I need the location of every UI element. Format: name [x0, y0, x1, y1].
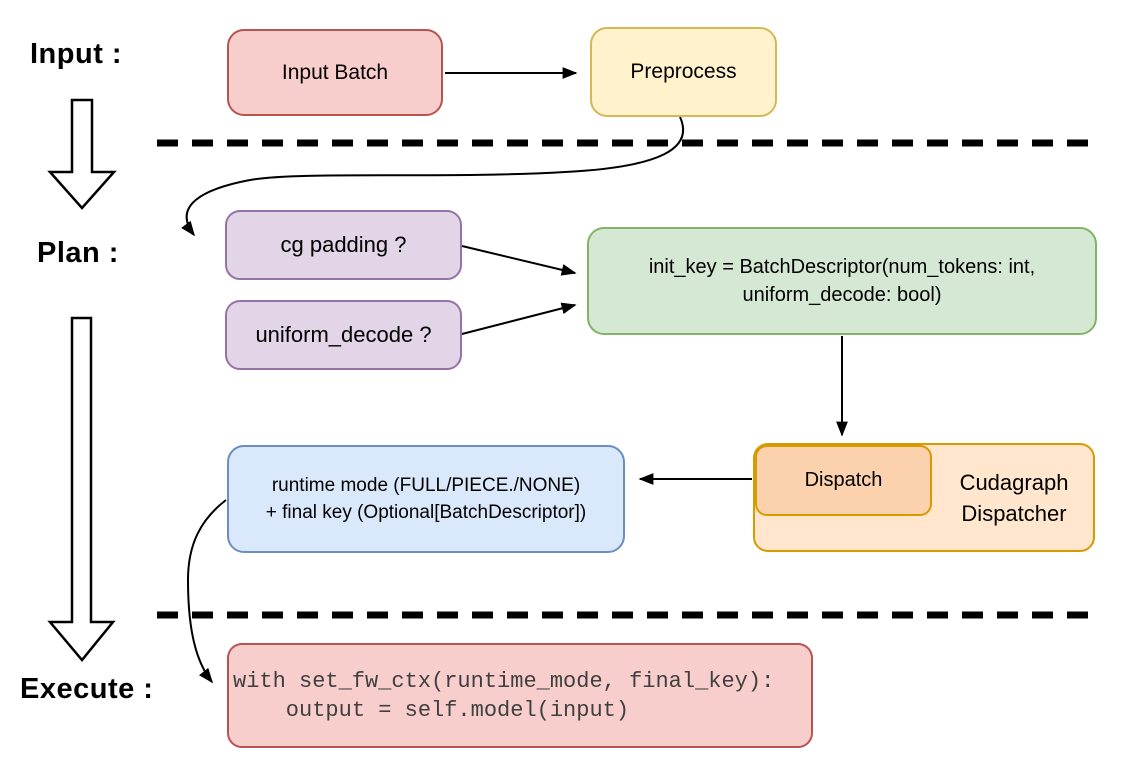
arrow-runtime-mode-to-execute-code [186, 499, 227, 684]
preprocess-label: Preprocess [630, 60, 737, 83]
input-batch-node: Input Batch [227, 29, 443, 116]
init-key-line2: uniform_decode: bool) [742, 284, 942, 306]
plan-to-execute-block-arrow-icon [47, 316, 116, 662]
input-batch-label: Input Batch [281, 60, 389, 84]
init-key-node: init_key = BatchDescriptor(num_tokens: i… [587, 227, 1097, 335]
runtime-mode-node: runtime mode (FULL/PIECE./NONE) + final … [227, 445, 625, 553]
cg-padding-node: cg padding ? [225, 210, 462, 280]
dispatch-node: Dispatch [755, 445, 932, 516]
execute-code-node: with set_fw_ctx(runtime_mode, final_key)… [227, 643, 813, 748]
execute-stage-label: Execute : [20, 673, 154, 705]
cg-padding-label: cg padding ? [280, 232, 407, 257]
input-to-plan-block-arrow-icon [47, 98, 117, 210]
dispatch-label: Dispatch [804, 469, 883, 491]
cudagraph-dispatcher-line1: Cudagraph [959, 469, 1069, 495]
execute-code-line2: output = self.model(input) [233, 697, 630, 723]
runtime-mode-line1: runtime mode (FULL/PIECE./NONE) [271, 475, 581, 496]
cudagraph-dispatcher-label: Cudagraph Dispatcher [933, 443, 1095, 552]
uniform-decode-label: uniform_decode ? [255, 322, 432, 347]
runtime-mode-line2: + final key (Optional[BatchDescriptor]) [265, 502, 587, 523]
init-key-line1: init_key = BatchDescriptor(num_tokens: i… [648, 256, 1036, 278]
arrow-cg-padding-to-init-key [461, 245, 577, 276]
arrow-uniform-decode-to-init-key [461, 302, 577, 335]
uniform-decode-node: uniform_decode ? [225, 300, 462, 370]
input-stage-label: Input : [30, 38, 123, 70]
preprocess-node: Preprocess [590, 27, 777, 117]
plan-stage-label: Plan : [37, 237, 119, 269]
execute-code-line1: with set_fw_ctx(runtime_mode, final_key)… [233, 668, 775, 694]
cudagraph-dispatcher-line2: Dispatcher [961, 500, 1067, 526]
